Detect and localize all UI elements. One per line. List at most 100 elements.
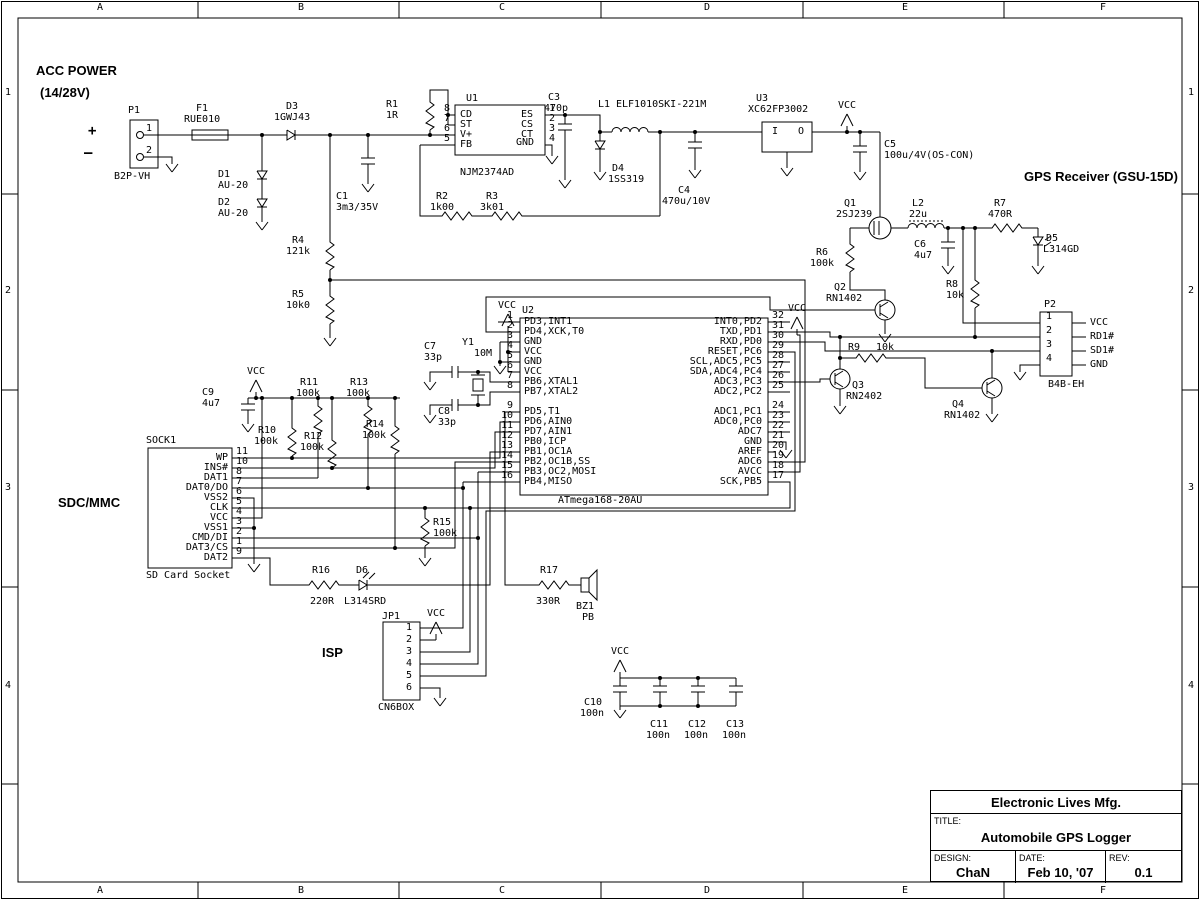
grid-row-1-left: 1: [5, 87, 12, 98]
r3-ref: R3: [486, 191, 499, 202]
sock1-name-dat0: DAT0/DO: [185, 482, 228, 493]
u2-lpin-8: 8: [507, 380, 514, 391]
c4-val: 470u/10V: [662, 196, 711, 207]
bz1-ref: BZ1: [576, 601, 595, 612]
q2-transistor-symbol: [874, 299, 896, 321]
d3-ref: D3: [286, 101, 299, 112]
sock1-pin-9: 9: [236, 546, 243, 557]
u2-lname-15: PB3,OC2,MOSI: [524, 466, 597, 477]
u1-pin-1: 1: [549, 103, 556, 114]
drawing-date: Feb 10, '07: [1027, 865, 1094, 880]
p2-part: B4B-EH: [1048, 379, 1085, 390]
grid-col-d-top: D: [704, 2, 711, 13]
r9-val: 10k: [876, 342, 895, 353]
r11-val: 100k: [296, 388, 321, 399]
l2-val: 22u: [909, 209, 928, 220]
jp1-pin-3: 3: [406, 646, 413, 657]
revision: 0.1: [1134, 865, 1153, 880]
c13-val: 100n: [722, 730, 747, 741]
grid-col-e-top: E: [902, 2, 909, 13]
sock1-name-cmd: CMD/DI: [191, 532, 228, 543]
sock1-name-dat1: DAT1: [203, 472, 228, 483]
p2-name-vcc: VCC: [1090, 317, 1109, 328]
grid-row-4-left: 4: [5, 680, 12, 691]
sock1-pin-5: 5: [236, 496, 243, 507]
vcc-label-6: VCC: [611, 646, 630, 657]
u2-lname-9: PD5,T1: [524, 406, 561, 417]
p1-part: B2P-VH: [114, 171, 151, 182]
r14-ref: R14: [366, 419, 385, 430]
u2-rpin-29: 29: [772, 340, 785, 351]
q3-part: RN2402: [846, 391, 883, 402]
u2-rpin-26: 26: [772, 370, 785, 381]
rev-label: REV:: [1109, 853, 1130, 863]
d2-part: AU-20: [218, 208, 249, 219]
u2-lname-10: PD6,AIN0: [524, 416, 573, 427]
u2-lpin-2: 2: [507, 320, 514, 331]
u1-name-cd: CD: [460, 109, 473, 120]
q3-ref: Q3: [852, 380, 865, 391]
c10-ref: C10: [584, 697, 603, 708]
sock1-name-vss2: VSS2: [203, 492, 228, 503]
u1-part: NJM2374AD: [460, 167, 515, 178]
u2-rpin-23: 23: [772, 410, 785, 421]
u1-pin-8: 8: [444, 103, 451, 114]
r7-val: 470R: [988, 209, 1013, 220]
grid-col-f-top: F: [1100, 2, 1107, 13]
l2-ref: L2: [912, 198, 925, 209]
r10-val: 100k: [254, 436, 279, 447]
f1-part: RUE010: [184, 114, 221, 125]
r13-val: 100k: [346, 388, 371, 399]
sock1-name-ins: INS#: [203, 462, 228, 473]
u2-lpin-15: 15: [501, 460, 514, 471]
p1-pin-2: 2: [146, 145, 153, 156]
d4-part: 1SS319: [608, 174, 645, 185]
u2-rpin-20: 20: [772, 440, 785, 451]
l1-ref: L1: [598, 99, 611, 110]
design-label: DESIGN:: [934, 853, 972, 863]
u2-rname-27: SDA,ADC4,PC4: [689, 366, 762, 377]
u2-rpin-30: 30: [772, 330, 785, 341]
c12-ref: C12: [688, 719, 707, 730]
sock1-pin-8: 8: [236, 466, 243, 477]
sock1-ref: SOCK1: [146, 435, 177, 446]
u1-name-st: ST: [460, 119, 473, 130]
r10-ref: R10: [258, 425, 277, 436]
u1-name-cs: CS: [521, 119, 534, 130]
bz1-speaker-symbol: [580, 568, 598, 602]
u2-lpin-12: 12: [501, 430, 514, 441]
u2-part: ATmega168-20AU: [558, 495, 643, 506]
sock1-part: SD Card Socket: [146, 570, 231, 581]
r3-val: 3k01: [480, 202, 505, 213]
u2-lpin-7: 7: [507, 370, 514, 381]
c7-val: 33p: [424, 352, 443, 363]
u2-lname-3: GND: [524, 336, 543, 347]
sock1-name-vcc: VCC: [209, 512, 228, 523]
sock1-pin-3: 3: [236, 516, 243, 527]
vcc-label-3: VCC: [788, 303, 807, 314]
u2-rname-32: INT0,PD2: [713, 316, 762, 327]
sock1-name-wp: WP: [215, 452, 228, 463]
r7-ref: R7: [994, 198, 1007, 209]
y1-val: 10M: [474, 348, 493, 359]
u1-name-gnd: GND: [516, 137, 535, 148]
f1-ref: F1: [196, 103, 209, 114]
u2-rpin-21: 21: [772, 430, 785, 441]
p2-pin-3: 3: [1046, 339, 1053, 350]
u2-lpin-13: 13: [501, 440, 514, 451]
grid-row-2-left: 2: [5, 285, 12, 296]
u2-rpin-19: 19: [772, 450, 785, 461]
sock1-pin-7: 7: [236, 476, 243, 487]
p2-connector-box: [1039, 311, 1073, 377]
u2-lpin-16: 16: [501, 470, 514, 481]
grid-col-c-bottom: C: [499, 885, 506, 896]
u2-rpin-31: 31: [772, 320, 785, 331]
c6-ref: C6: [914, 239, 927, 250]
vcc-label-5: VCC: [427, 608, 446, 619]
drawing-title: Automobile GPS Logger: [980, 830, 1132, 845]
u2-lpin-4: 4: [507, 340, 514, 351]
r1-ref: R1: [386, 99, 399, 110]
c3-val: 470p: [544, 103, 569, 114]
